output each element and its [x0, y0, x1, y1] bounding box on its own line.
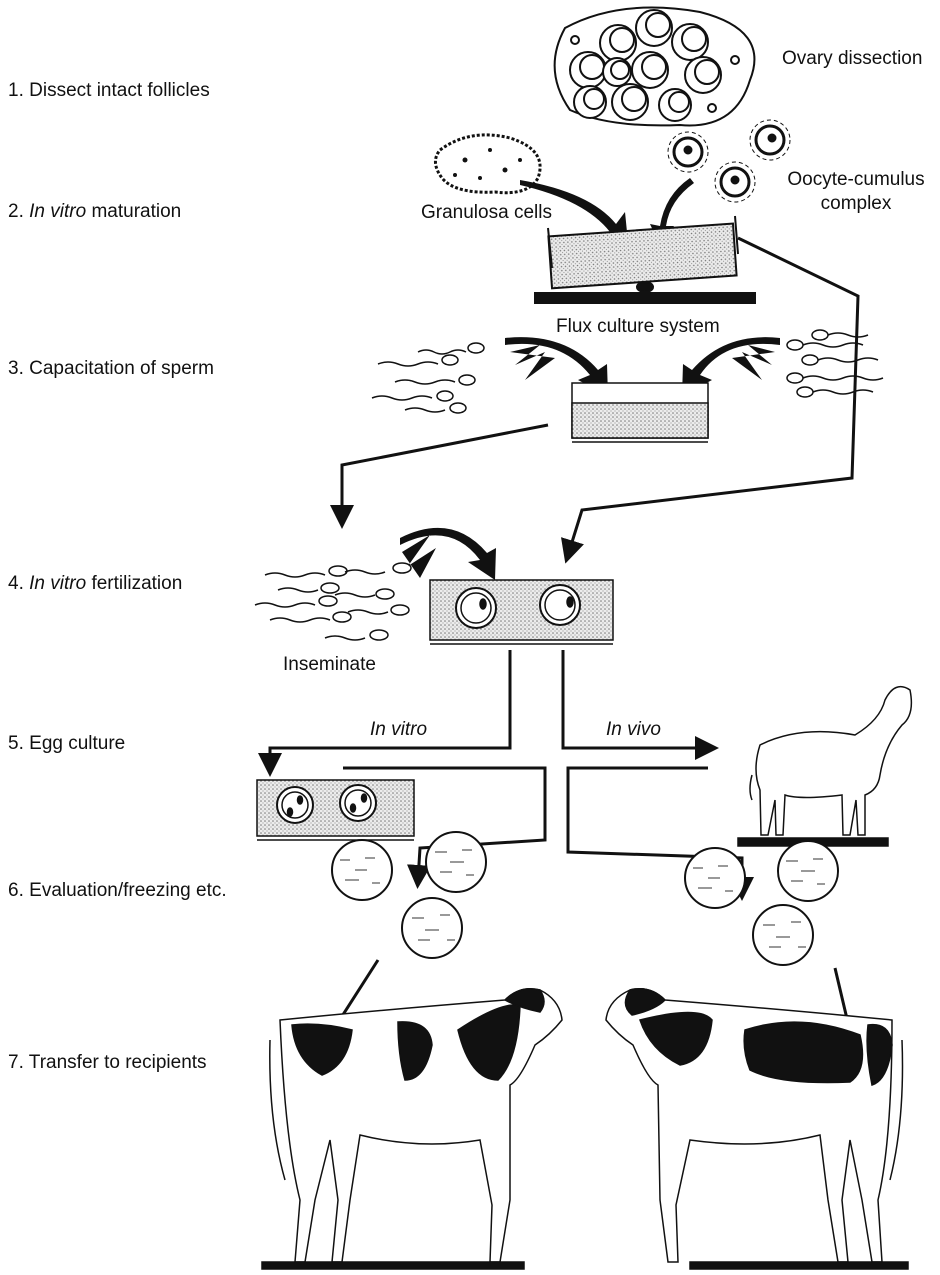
capacitation-to-inseminate-line	[342, 425, 548, 520]
flux-culture-system	[535, 216, 755, 303]
oocyte-cumulus-illustration	[668, 120, 790, 202]
sperm-group-right	[787, 330, 883, 397]
ovary-illustration	[555, 8, 755, 126]
egg-culture-dish	[257, 780, 414, 840]
in-vitro-branch-line	[270, 650, 510, 768]
embryo-group-left	[332, 832, 486, 958]
cow-illustration-left	[262, 989, 562, 1269]
inseminate-arrow	[400, 528, 496, 580]
sheep-illustration	[738, 687, 911, 846]
fertilization-dish	[430, 580, 613, 644]
embryo-group-right	[685, 841, 838, 965]
capacitation-dish	[572, 383, 708, 442]
sperm-group-left	[372, 343, 484, 413]
sperm-group-inseminate	[255, 563, 411, 640]
in-vivo-branch-line	[563, 650, 710, 748]
cow-illustration-right	[606, 989, 908, 1269]
